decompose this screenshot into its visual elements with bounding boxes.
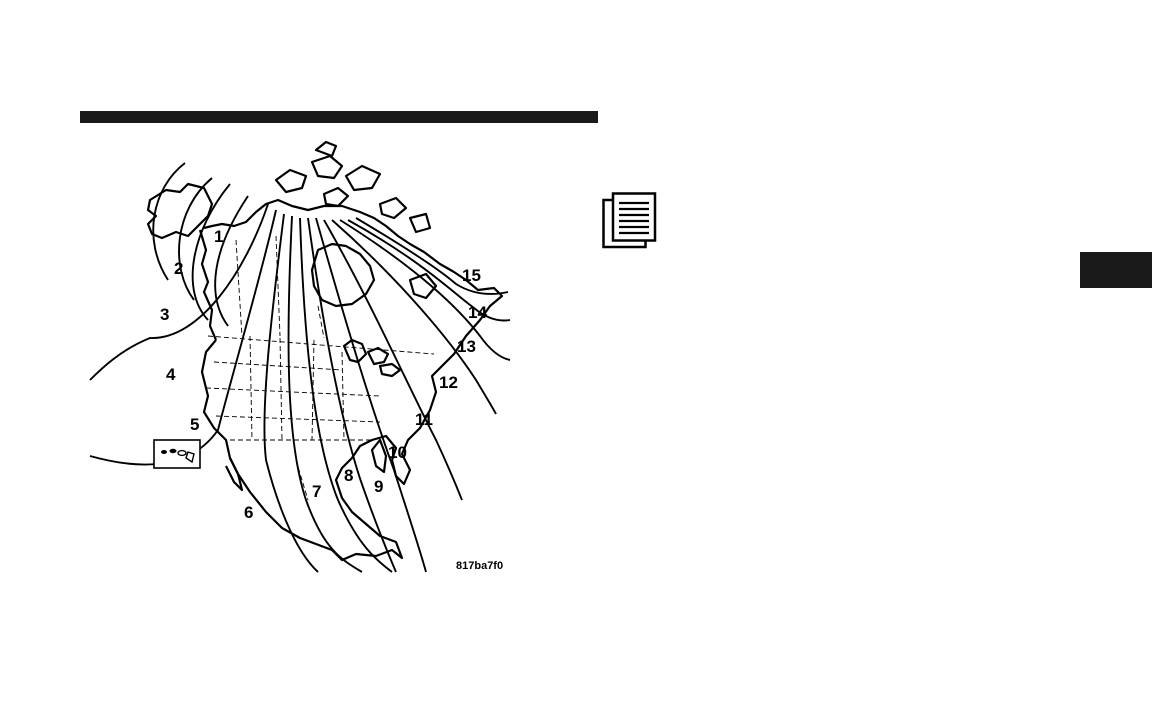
- zone-label-4: 4: [166, 365, 176, 384]
- zone-label-3: 3: [160, 305, 169, 324]
- zone-boundary-lines: [90, 163, 510, 572]
- zone-label-11: 11: [415, 410, 433, 429]
- figure-code: 817ba7f0: [456, 560, 503, 572]
- north-america-outline: [148, 142, 502, 560]
- header-rule: [80, 111, 598, 123]
- hawaii-inset: [154, 440, 200, 468]
- document-note-icon: [602, 192, 658, 250]
- zone-label-13: 13: [457, 337, 476, 356]
- zone-label-6: 6: [244, 503, 253, 522]
- zone-label-7: 7: [312, 482, 321, 501]
- zone-label-2: 2: [174, 259, 183, 278]
- zone-label-9: 9: [374, 477, 383, 496]
- compass-variance-zone-map: 1 2 3 4 5 6 7 8 9 10 11 12 13 14 15 817b…: [80, 140, 520, 580]
- zone-label-15: 15: [462, 266, 481, 285]
- zone-label-14: 14: [468, 303, 487, 322]
- section-tab-marker: [1080, 252, 1152, 288]
- zone-map-svg: 1 2 3 4 5 6 7 8 9 10 11 12 13 14 15 817b…: [80, 140, 520, 580]
- zone-label-1: 1: [214, 227, 223, 246]
- zone-label-5: 5: [190, 415, 199, 434]
- zone-label-8: 8: [344, 466, 353, 485]
- zone-label-12: 12: [439, 373, 458, 392]
- zone-label-10: 10: [388, 443, 407, 462]
